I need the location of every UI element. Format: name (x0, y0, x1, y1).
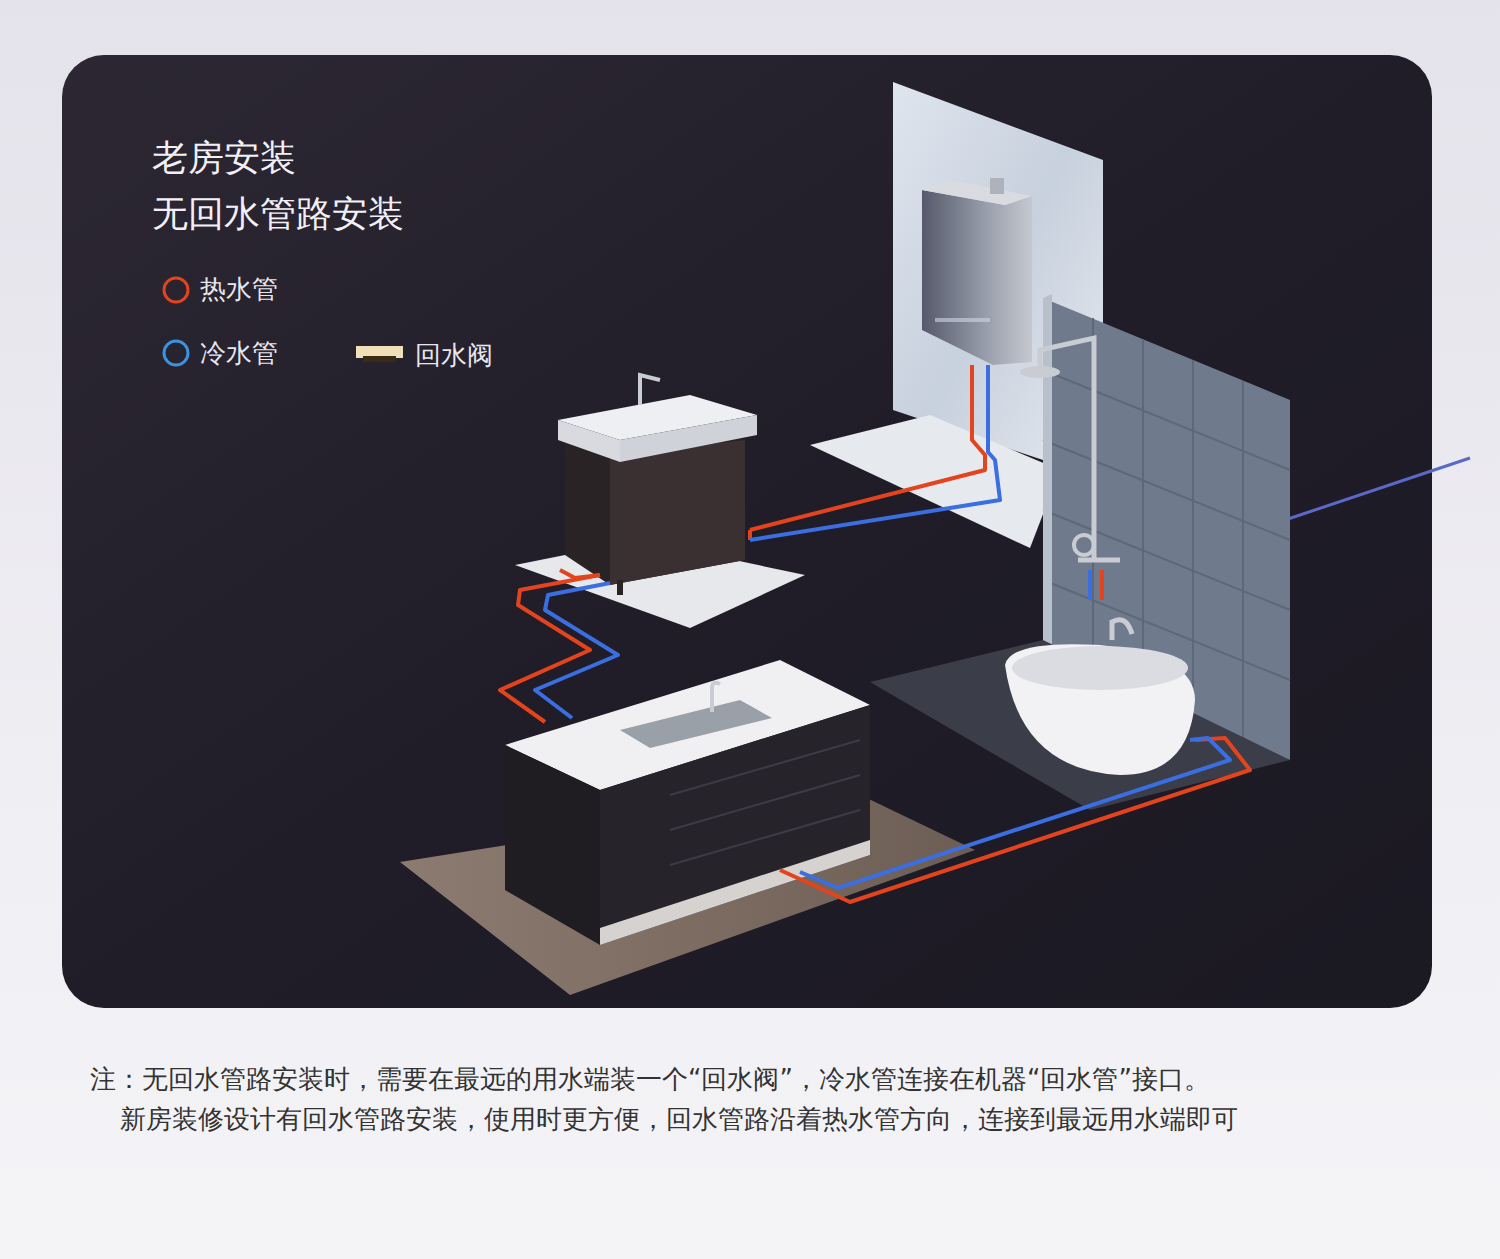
cold-pipe (535, 365, 1230, 888)
water-heater (922, 190, 1032, 365)
kitchen-sink (620, 700, 772, 748)
hot-pipe (500, 365, 1250, 902)
note-text: 新房装修设计有回水管路安装，使用时更方便，回水管路沿着热水管方向，连接到最远用水… (120, 1102, 1238, 1136)
legend-text: 回水阀 (415, 339, 493, 371)
valve-symbol (355, 342, 405, 366)
bath-floor (870, 640, 1290, 810)
dark-panel (62, 55, 1432, 1008)
wall-line (1285, 458, 1470, 520)
legend-ring (162, 276, 192, 306)
heading: 老房安装 无回水管路安装 (152, 130, 472, 242)
note-text: 注：无回水管路安装时，需要在最远的用水端装一个“回水阀”，冷水管连接在机器“回水… (90, 1062, 1210, 1096)
vanity-cabinet (610, 440, 745, 585)
legend-text: 冷水管 (200, 337, 278, 369)
legend-text: 热水管 (200, 273, 278, 305)
shower-set (1040, 338, 1132, 640)
bathtub (1005, 644, 1195, 775)
legend-ring (162, 339, 192, 369)
